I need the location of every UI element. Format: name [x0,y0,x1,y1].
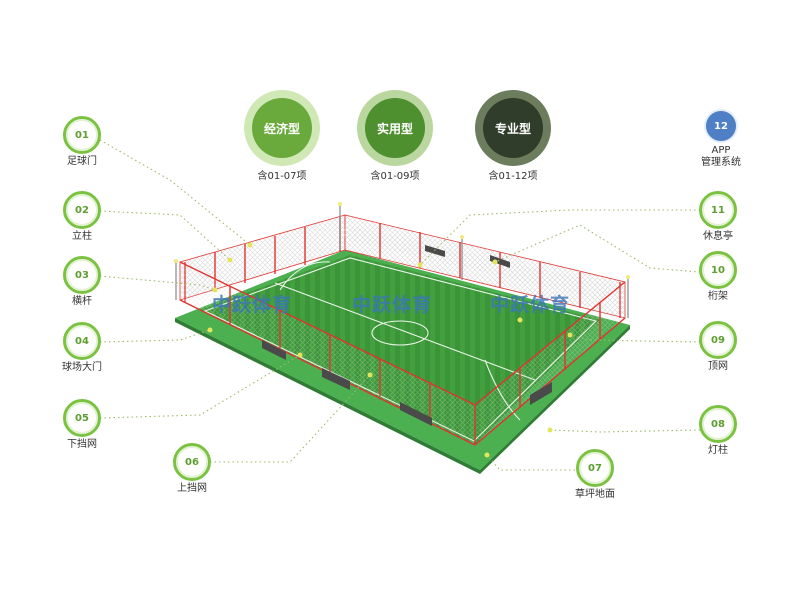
front-net-right [475,282,625,445]
callout-02-badge: 02 [63,191,101,229]
callout-04-label: 球场大门 [62,362,102,373]
callout-01-badge: 01 [63,116,101,154]
callout-02-label: 立柱 [72,231,92,242]
callout-09-badge: 09 [699,321,737,359]
front-net-left [180,262,475,445]
callout-06-label: 上挡网 [177,483,207,494]
callout-04-badge: 04 [63,322,101,360]
package-economy-label: 经济型 [252,98,312,158]
callout-06-badge: 06 [173,443,211,481]
light-poles [175,205,629,318]
callout-12-label-line1: APP [711,145,731,156]
top-net [340,225,625,300]
callout-01-label: 足球门 [67,156,97,167]
leader-lines [99,139,701,471]
callout-05-label: 下挡网 [67,439,97,450]
package-professional-label: 专业型 [483,98,543,158]
callout-12-label-line2: 管理系统 [701,157,741,168]
callout-07-label: 草坪地面 [575,489,615,500]
callout-11-badge: 11 [699,191,737,229]
callout-07-badge: 07 [576,449,614,487]
package-economy-desc: 含01-07项 [257,171,307,182]
callout-08-label: 灯柱 [708,445,728,456]
callout-11-label: 休息亭 [703,231,733,242]
watermark-2: 中跃体育 [352,294,433,316]
package-professional-desc: 含01-12项 [488,171,538,182]
package-economy: 经济型 [244,90,320,166]
watermark-1: 中跃体育 [212,294,293,316]
package-practical: 实用型 [357,90,433,166]
callout-10-badge: 10 [699,251,737,289]
callout-09-label: 顶网 [708,361,728,372]
rest-pavilions [262,245,552,426]
callout-12-badge: 12 [704,109,738,143]
watermark-3: 中跃体育 [490,294,571,316]
callout-03-badge: 03 [63,256,101,294]
package-practical-desc: 含01-09项 [370,171,420,182]
callout-03-label: 横杆 [72,296,92,307]
callout-10-label: 桁架 [708,291,728,302]
callout-05-badge: 05 [63,399,101,437]
package-professional: 专业型 [475,90,551,166]
callout-08-badge: 08 [699,405,737,443]
package-practical-label: 实用型 [365,98,425,158]
